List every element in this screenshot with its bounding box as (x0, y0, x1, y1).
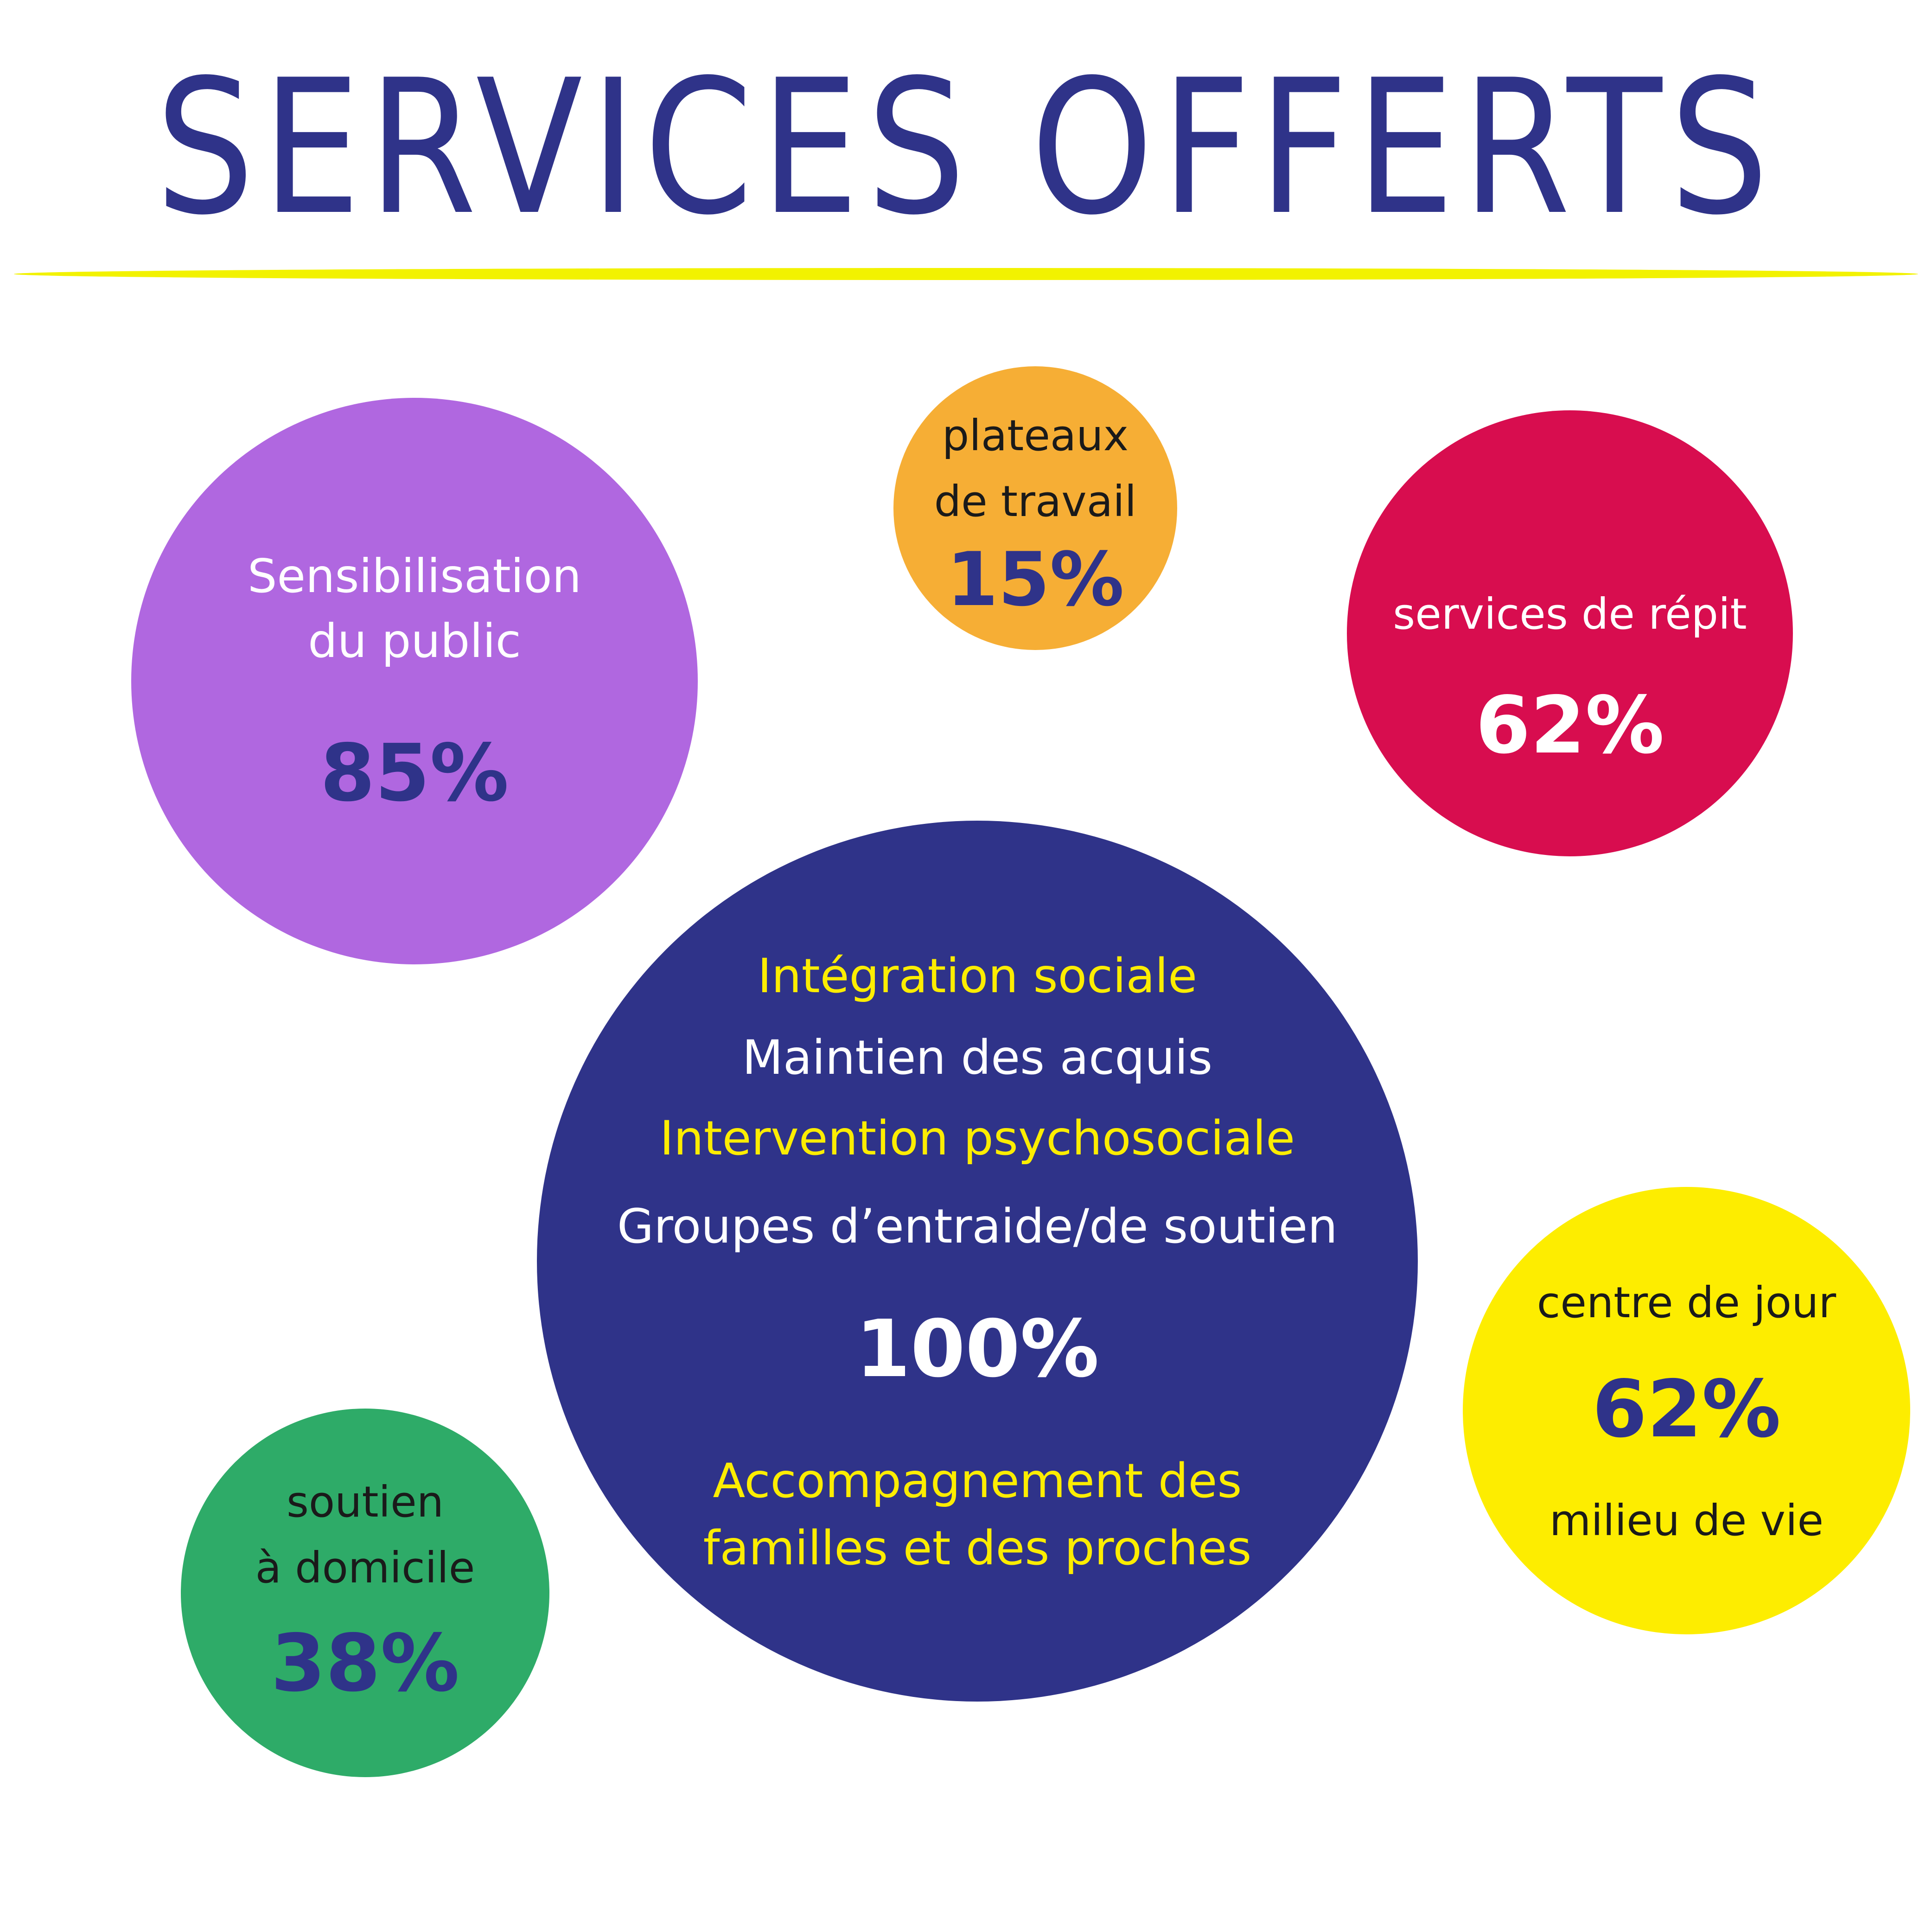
bubble-repit: services de répit 62% (1347, 410, 1793, 856)
domicile-percent: 38% (271, 1618, 459, 1709)
bubble-plateaux: plateaux de travail 15% (893, 366, 1177, 650)
jour-percent: 62% (1592, 1364, 1781, 1455)
center-percent: 100% (855, 1303, 1099, 1395)
jour-sublabel: milieu de vie (1549, 1496, 1824, 1545)
domicile-label-line1: soutien (286, 1477, 444, 1527)
plateaux-label-line2: de travail (934, 477, 1137, 526)
center-footer-line1: Accompagnement des (713, 1454, 1242, 1509)
sensibilisation-percent: 85% (320, 727, 509, 819)
center-line-intervention: Intervention psychosociale (660, 1111, 1295, 1166)
plateaux-percent: 15% (946, 536, 1124, 623)
plateaux-label-line1: plateaux (942, 411, 1129, 460)
repit-label: services de répit (1393, 589, 1747, 639)
title-divider (14, 268, 1918, 280)
sensibilisation-label-line1: Sensibilisation (247, 549, 582, 603)
bubble-sensibilisation: Sensibilisation du public 85% (131, 398, 698, 964)
center-footer-line2: familles et des proches (703, 1521, 1252, 1576)
page-title: SERVICES OFFERTS (155, 40, 1777, 256)
jour-label: centre de jour (1537, 1278, 1836, 1327)
domicile-label-line2: à domicile (255, 1543, 475, 1593)
bubble-center: Intégration sociale Maintien des acquis … (537, 821, 1418, 1702)
center-line-integration: Intégration sociale (757, 949, 1198, 1004)
center-line-maintien: Maintien des acquis (742, 1030, 1213, 1085)
bubble-domicile: soutien à domicile 38% (181, 1409, 549, 1777)
center-line-groupes: Groupes d’entraide/de soutien (617, 1199, 1338, 1254)
repit-percent: 62% (1475, 680, 1664, 772)
bubble-jour: centre de jour 62% milieu de vie (1463, 1187, 1910, 1634)
sensibilisation-label-line2: du public (308, 614, 521, 668)
